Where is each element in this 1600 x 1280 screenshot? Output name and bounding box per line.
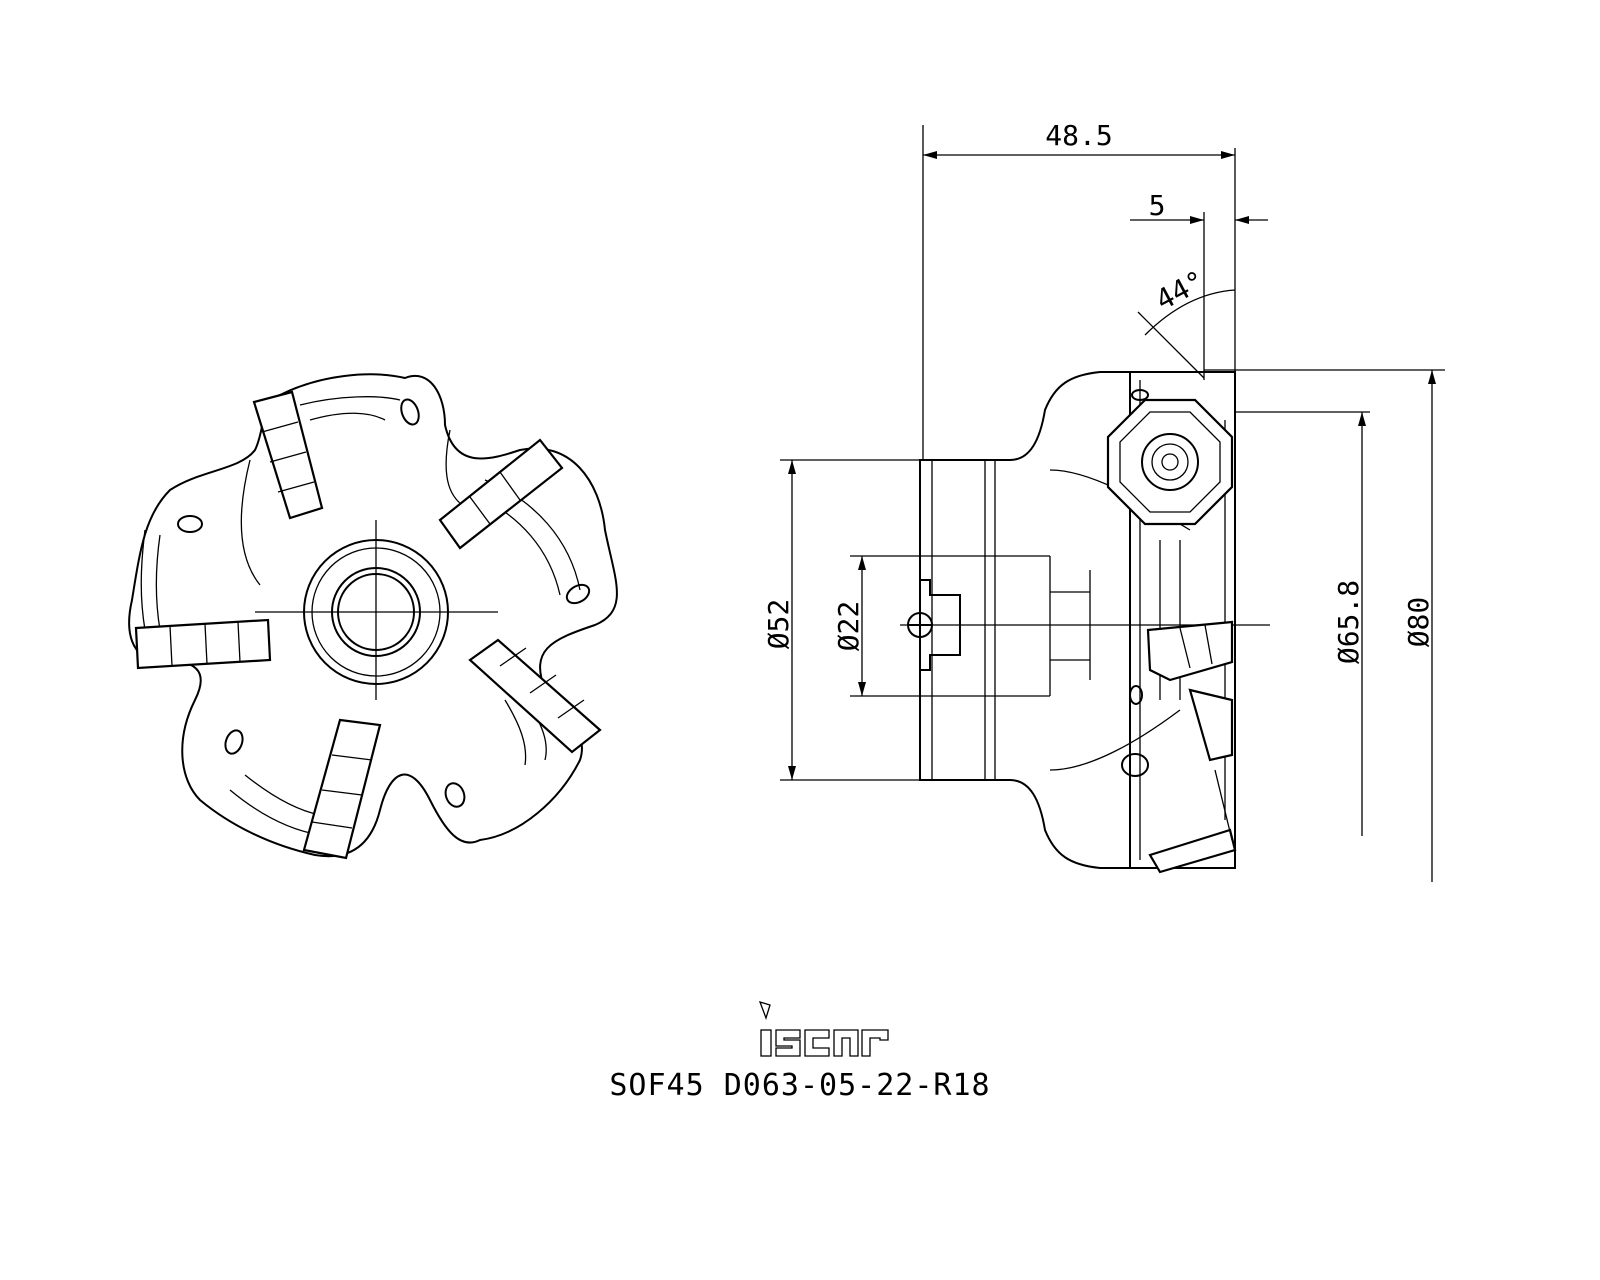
brand-logo	[758, 1001, 889, 1057]
shank-outline	[919, 371, 1131, 869]
dim-length: 48.5	[1045, 119, 1112, 152]
mounting-hole	[1121, 753, 1149, 777]
insert-bottom	[302, 718, 382, 860]
mounting-hole	[224, 729, 244, 755]
dim-step: 5	[1149, 189, 1166, 222]
side-view	[850, 371, 1270, 874]
insert-upper-right	[438, 438, 564, 550]
dim-bore: Ø22	[832, 601, 865, 652]
mounting-hole	[444, 782, 466, 808]
mounting-hole	[177, 515, 203, 533]
dim-angle-arc	[1144, 289, 1236, 336]
insert-middle	[1146, 620, 1234, 682]
dim-cut-dia: Ø65.8	[1332, 580, 1365, 664]
clamp-screw	[1141, 433, 1199, 491]
mounting-hole	[1129, 685, 1143, 705]
insert-octagon	[1106, 398, 1234, 526]
model-designation: SOF45 D063-05-22-R18	[609, 1068, 990, 1103]
insert-lower-right	[468, 638, 602, 754]
dim-bore-outer: Ø52	[762, 599, 795, 650]
dim-max-dia: Ø80	[1402, 597, 1435, 648]
mounting-hole	[1131, 389, 1149, 401]
cutter-body-outline	[128, 373, 618, 858]
mounting-hole	[565, 583, 591, 605]
insert-top	[252, 390, 324, 520]
mounting-hole	[400, 398, 420, 426]
insert-left	[134, 618, 272, 670]
insert-lower	[1148, 688, 1237, 874]
dimensions: 48.5 5 44° Ø52 Ø22 Ø65.8 Ø80	[762, 119, 1445, 882]
front-view	[128, 373, 618, 860]
dim-angle: 44°	[1150, 264, 1210, 317]
